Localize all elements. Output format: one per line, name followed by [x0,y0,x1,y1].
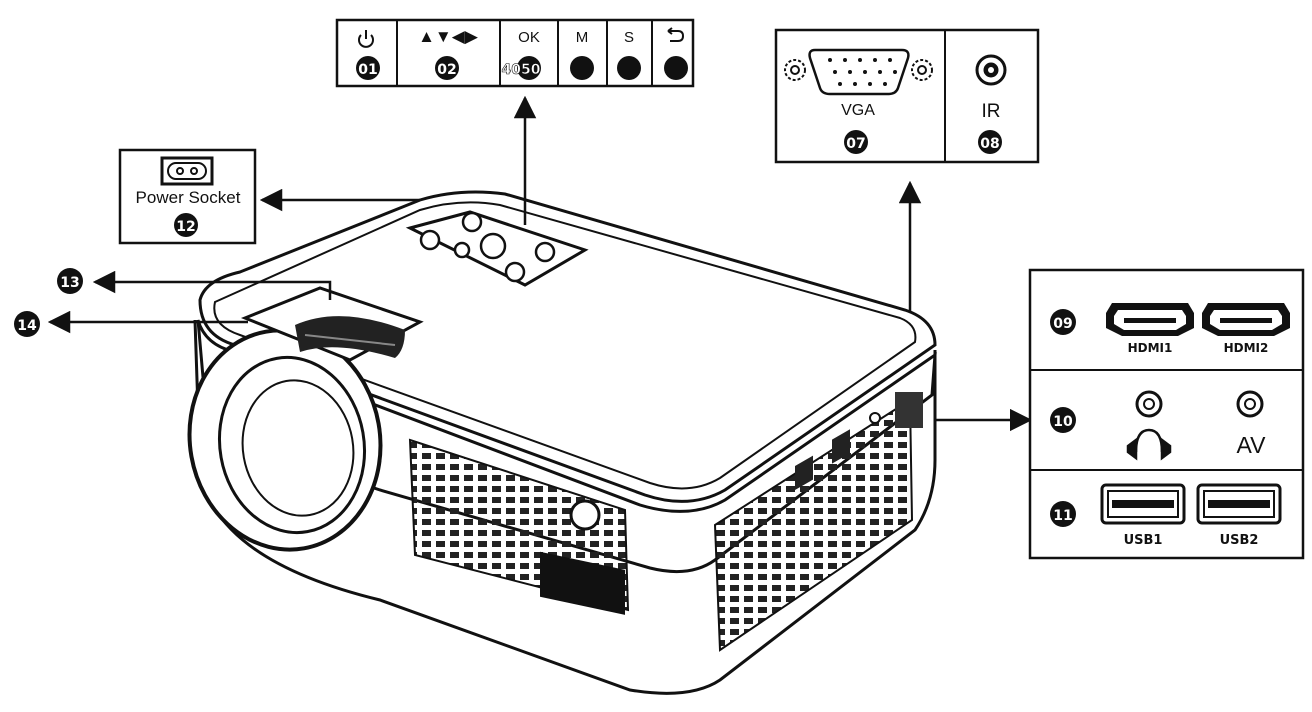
hdmi2-port-icon [1202,303,1290,336]
headphone-icon [1126,428,1172,461]
badge-power: 01 [358,62,377,78]
av-jack-icon [1236,390,1264,418]
power-socket-label: Power Socket [136,188,241,207]
arrow-focus [92,270,332,300]
badge-hdmi: 09 [1053,316,1072,332]
callout-arrows [47,95,1033,432]
arrows-symbol: ▲▼◀▶ [418,27,479,46]
menu-button-dot [570,56,594,80]
side-ports [795,392,923,491]
usb2-port-icon [1196,483,1282,525]
usb1-port-icon [1100,483,1186,525]
hdmi2-label: HDMI2 [1224,341,1269,355]
callout-keystone: 14 [14,311,40,337]
hdmi1-label: HDMI1 [1128,341,1173,355]
usb2-label: USB2 [1220,533,1259,548]
control-panel-box: ▲▼◀▶ OK M S 01 02 4050 [335,18,695,88]
power-socket-box: Power Socket 12 [118,148,257,245]
focus-wheel [240,286,424,362]
badge-ir: 08 [980,136,999,152]
ir-sensor-icon [975,54,1007,86]
badge-ok: 4050 [502,62,541,78]
vga-ir-box: VGA 07 IR 08 [774,28,1040,164]
menu-symbol: M [576,29,589,46]
power-socket-icon [160,156,214,186]
lens [187,328,383,552]
badge-focus: 13 [60,275,79,291]
top-button-panel [405,210,589,287]
badge-keystone: 14 [17,318,37,334]
source-symbol: S [624,29,634,46]
badge-arrows: 02 [437,62,456,78]
power-icon [358,30,374,48]
front-grill [408,438,630,615]
callout-focus: 13 [57,268,83,294]
back-button-dot [664,56,688,80]
av-label: AV [1237,432,1267,458]
badge-usb: 11 [1053,508,1072,524]
right-ports-panel: 09 HDMI1 HDMI2 10 AV [1028,268,1305,560]
ok-symbol: OK [518,29,540,46]
back-icon [667,27,685,42]
badge-vga: 07 [846,136,865,152]
badge-audio: 10 [1053,414,1073,430]
hdmi1-port-icon [1106,303,1194,336]
source-button-dot [617,56,641,80]
ir-label: IR [982,101,1001,122]
badge-power-socket: 12 [176,219,195,235]
usb1-label: USB1 [1124,533,1163,548]
vga-port-icon [784,48,933,96]
vga-label: VGA [841,102,875,119]
headphone-jack-icon [1135,390,1163,418]
